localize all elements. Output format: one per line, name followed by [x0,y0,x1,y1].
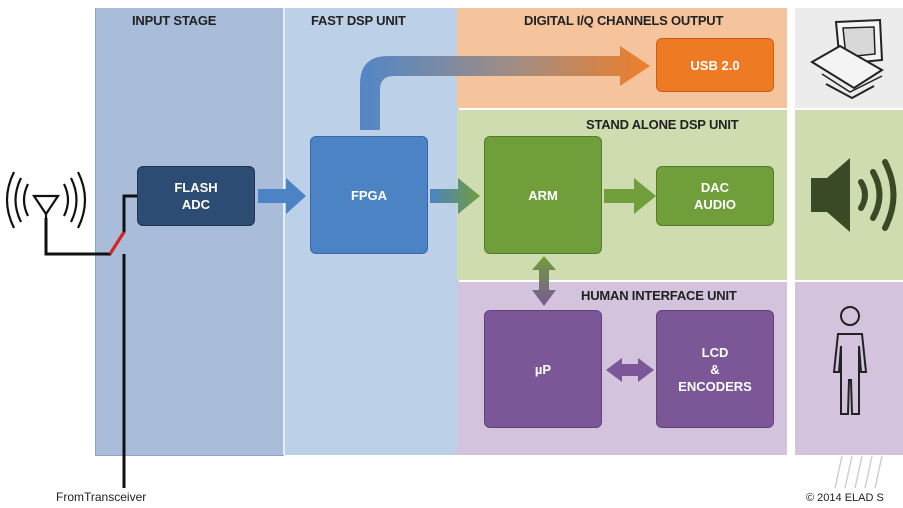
up-label: µP [534,361,552,377]
digital-iq-label: DIGITAL I/Q CHANNELS OUTPUT [524,13,724,28]
wire-red-segment [108,231,126,255]
arm-block: ARM [484,136,602,254]
up-lcd-arrow [606,358,654,382]
zone-divider [787,8,795,455]
flash-adc-block: FLASH ADC [137,166,255,226]
fpga-label: FPGA [350,187,388,203]
usb-label: USB 2.0 [690,57,740,73]
fpga-usb-arrow [360,46,650,130]
dac-audio-block: DAC AUDIO [656,166,774,226]
encoders-label: ENCODERS [678,378,752,394]
input-stage-label: INPUT STAGE [132,13,217,28]
antenna-icon [5,171,87,229]
computer-icon [810,18,884,100]
audio-label: AUDIO [694,197,736,212]
arm-label: ARM [528,187,558,203]
fpga-block: FPGA [310,136,428,254]
antenna-wire [44,194,138,256]
from-transceiver-label: FromTransceiver [56,490,147,504]
usb-block: USB 2.0 [656,38,774,92]
standalone-dsp-label: STAND ALONE DSP UNIT [586,117,739,132]
up-block: µP [484,310,602,428]
fpga-arm-arrow [430,178,480,214]
flash-adc-label-1: FLASH [174,180,218,195]
ampersand-label: & [710,361,720,377]
arm-up-arrow [532,256,556,306]
lcd-encoders-block: LCD&ENCODERS [656,310,774,428]
flash-adc-label-2: ADC [181,197,211,212]
human-interface-label: HUMAN INTERFACE UNIT [581,288,737,303]
person-panel [795,282,903,455]
lcd-label: LCD [701,344,729,360]
copyright-label: © 2014 ELAD S [806,492,884,504]
watermark-lines [834,455,883,489]
adc-fpga-arrow [258,178,306,214]
fast-dsp-label: FAST DSP UNIT [311,13,406,28]
arm-dac-arrow [604,178,656,214]
dac-label: DAC [700,180,730,195]
speaker-icon [811,158,897,232]
input-stage-zone [95,8,284,456]
person-icon [832,306,868,415]
